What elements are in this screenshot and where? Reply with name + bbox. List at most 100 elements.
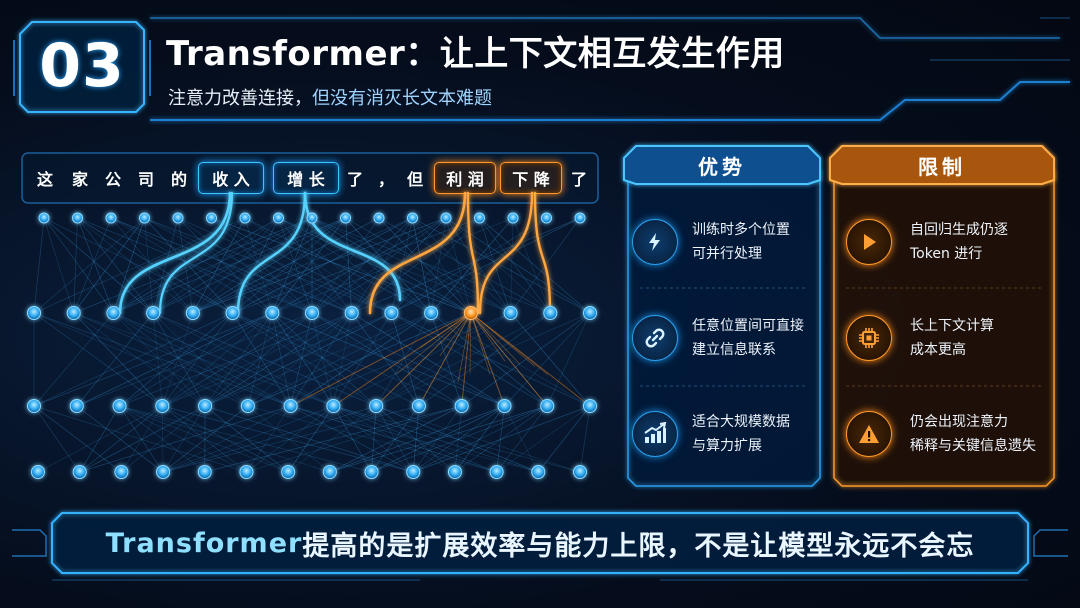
attention-curve: [533, 191, 552, 315]
connection-line: [73, 217, 78, 314]
network-node: [240, 399, 255, 413]
connection-line: [76, 312, 313, 407]
connection-line: [375, 312, 472, 407]
network-node: [406, 465, 421, 479]
connection-line: [418, 312, 472, 407]
connection-line: [470, 312, 505, 407]
connection-line: [162, 405, 247, 473]
connection-line: [333, 405, 372, 473]
connection-line: [144, 217, 154, 314]
connection-line: [79, 405, 163, 473]
connection-line: [311, 217, 413, 314]
connection-line: [211, 217, 392, 314]
network-node: [156, 465, 171, 479]
connection-line: [329, 405, 462, 473]
network-node: [27, 399, 41, 413]
connection-line: [247, 405, 331, 473]
connection-line: [211, 217, 313, 314]
connection-line: [161, 312, 194, 407]
connection-line: [119, 405, 205, 473]
connection-line: [232, 312, 462, 407]
network-node: [146, 306, 161, 320]
connection-line: [33, 312, 163, 407]
network-node: [283, 399, 298, 413]
network-node: [72, 465, 87, 479]
connection-line: [371, 405, 377, 473]
network-node: [38, 212, 50, 224]
connection-line: [119, 405, 164, 473]
subtitle-main: 注意力改善连接，: [168, 88, 312, 109]
connection-line: [119, 312, 273, 407]
connection-line: [333, 405, 497, 473]
connection-line: [345, 217, 511, 314]
network-connections: [33, 217, 591, 473]
connection-line: [454, 405, 505, 473]
connection-line: [333, 312, 511, 407]
connection-line: [43, 217, 154, 314]
advantages-title: 优势: [698, 154, 746, 179]
network-node: [197, 465, 212, 479]
connection-line: [162, 312, 392, 407]
connection-line: [43, 217, 75, 314]
attention-curve: [478, 191, 534, 315]
connection-line: [144, 217, 392, 314]
connection-line: [510, 312, 591, 407]
connection-line: [73, 312, 206, 407]
connection-line: [144, 217, 233, 314]
connection-line: [152, 312, 249, 407]
connection-line: [412, 405, 462, 473]
network-node: [273, 212, 284, 224]
connection-line: [119, 405, 372, 473]
connection-line: [162, 312, 233, 407]
connection-line: [33, 312, 233, 407]
connection-line: [470, 312, 536, 367]
page-title: Transformer：让上下文相互发生作用: [166, 34, 785, 74]
connection-line: [375, 312, 472, 407]
connection-line: [412, 217, 432, 314]
connection-line: [162, 405, 420, 473]
connection-line: [204, 405, 462, 473]
network-node: [106, 306, 121, 320]
advantage-text-2: 建立信息联系: [692, 342, 776, 358]
network-node: [66, 306, 81, 320]
network-node: [543, 306, 558, 320]
network-node: [172, 212, 184, 224]
attention-curve: [236, 191, 307, 315]
section-number: 03: [39, 31, 125, 101]
network-node: [384, 306, 399, 320]
limitation-text-2: 成本更高: [910, 342, 966, 358]
advantage-text-2: 与算力扩展: [692, 438, 762, 454]
connection-line: [287, 405, 377, 473]
connection-line: [311, 217, 432, 314]
attention-curve: [466, 191, 480, 315]
connection-line: [504, 312, 591, 407]
network-node: [69, 399, 84, 413]
connection-line: [272, 217, 346, 314]
connection-line: [412, 405, 420, 473]
connection-line: [329, 405, 505, 473]
connection-line: [33, 312, 248, 407]
connection-line: [287, 405, 334, 473]
connection-line: [290, 312, 511, 407]
connection-line: [412, 217, 511, 314]
network-node: [326, 399, 341, 413]
connection-line: [272, 312, 377, 407]
summary-banner: Transformer 提高的是扩展效率与能力上限，不是让模型永远不会忘: [52, 513, 1028, 573]
connection-line: [391, 312, 591, 407]
network-node: [72, 212, 83, 224]
connection-line: [496, 405, 548, 473]
network-node: [583, 399, 597, 413]
network-node: [540, 399, 555, 413]
connection-line: [110, 217, 352, 314]
limitation-text-1: 仍会出现注意力: [910, 414, 1008, 430]
connection-line: [73, 312, 291, 407]
network-node: [541, 212, 552, 224]
network-node: [531, 465, 546, 479]
connection-line: [311, 217, 380, 314]
connection-line: [246, 405, 334, 473]
network-node: [225, 306, 240, 320]
connection-line: [419, 312, 472, 349]
connection-line: [247, 405, 497, 473]
